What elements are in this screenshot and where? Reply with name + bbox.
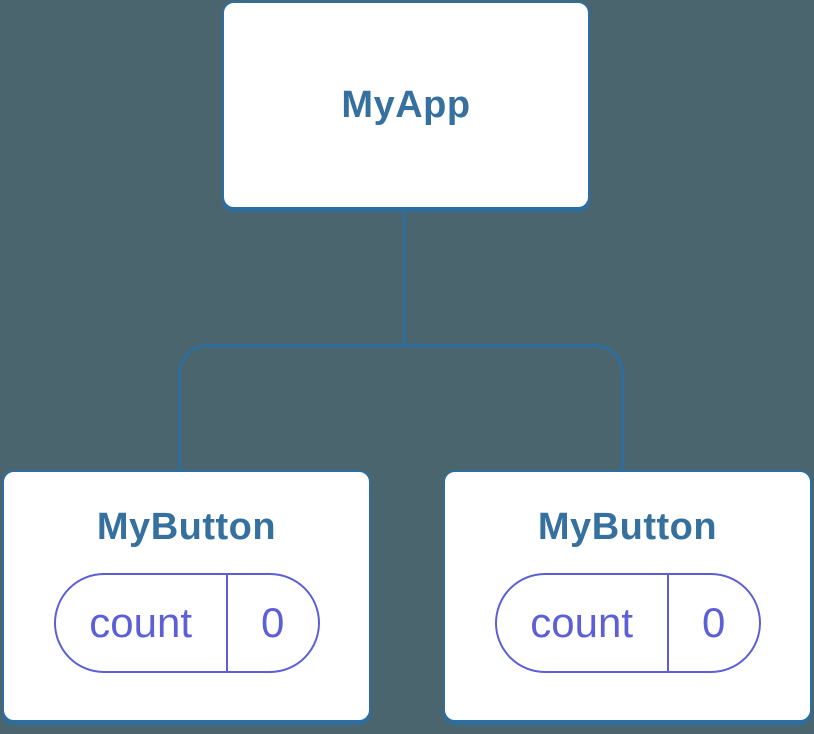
state-pill-left-value-cell: 0	[228, 575, 318, 671]
state-pill-left: count 0	[53, 573, 320, 673]
node-root: MyApp	[222, 1, 590, 209]
connector-stem	[403, 211, 406, 345]
state-pill-right: count 0	[494, 573, 761, 673]
state-value: 0	[701, 599, 726, 646]
node-child-left: MyButton count 0	[2, 470, 371, 722]
state-pill-left-key-cell: count	[56, 575, 228, 671]
node-child-left-label: MyButton	[96, 506, 277, 548]
state-pill-right-value-cell: 0	[669, 575, 759, 671]
state-key: count	[89, 599, 193, 646]
node-root-label: MyApp	[341, 83, 471, 126]
node-child-right: MyButton count 0	[443, 470, 812, 722]
state-key: count	[530, 599, 634, 646]
node-child-right-label: MyButton	[537, 506, 718, 548]
connector-bracket	[178, 344, 624, 470]
state-pill-right-key-cell: count	[497, 575, 669, 671]
state-value: 0	[260, 599, 285, 646]
